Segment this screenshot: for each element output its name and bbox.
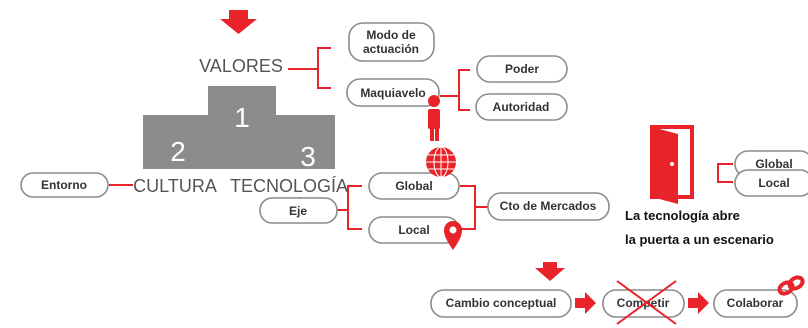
tecnologia-label: TECNOLOGÍA (230, 176, 348, 196)
down-arrow-icon (220, 10, 257, 34)
colaborar-text: Colaborar (727, 296, 784, 310)
cultura-label: CULTURA (133, 176, 217, 196)
cambio-conceptual-pill[interactable] (430, 289, 572, 318)
door-icon (650, 125, 694, 204)
cto-mercados-text: Cto de Mercados (500, 199, 597, 213)
global-right-text: Global (755, 157, 792, 171)
podium-number-3: 3 (300, 141, 316, 172)
maquiavelo-text: Maquiavelo (360, 86, 425, 100)
modo-actuacion-line1: Modo de (366, 28, 416, 42)
local-right-text: Local (758, 176, 789, 190)
caption-line-2: la puerta a un escenario (625, 232, 774, 247)
maquiavelo-pill[interactable] (346, 78, 440, 107)
global-center-text: Global (395, 179, 432, 193)
global-center-pill[interactable] (368, 172, 460, 200)
valores-label: VALORES (199, 56, 283, 76)
location-pin-icon (444, 221, 462, 250)
poder-text: Poder (505, 62, 539, 76)
eje-pill[interactable] (259, 197, 338, 224)
autoridad-pill[interactable] (475, 93, 568, 121)
cto-mercados-pill[interactable] (487, 192, 610, 221)
entorno-text: Entorno (41, 178, 87, 192)
right-arrow-icon (575, 292, 596, 314)
autoridad-text: Autoridad (493, 100, 550, 114)
entorno-pill[interactable] (20, 172, 109, 198)
pills (20, 22, 808, 318)
local-right-pill[interactable] (734, 169, 808, 197)
eje-text: Eje (289, 204, 307, 218)
modo-actuacion-pill[interactable] (348, 22, 435, 62)
podium-number-1: 1 (234, 102, 250, 133)
down-arrow-icon-2 (535, 262, 565, 281)
person-icon (428, 95, 440, 141)
modo-actuacion-line2: actuación (363, 42, 419, 56)
right-arrow-icon-2 (688, 292, 709, 314)
globe-icon (426, 146, 456, 178)
poder-pill[interactable] (476, 55, 568, 83)
podium (143, 86, 335, 169)
connector-lines (109, 47, 733, 230)
x-mark-icon (616, 280, 677, 325)
local-center-text: Local (398, 223, 429, 237)
caption-line-1: La tecnología abre (625, 208, 740, 223)
podium-number-2: 2 (170, 136, 186, 167)
competir-text: Competir (617, 296, 670, 310)
colaborar-pill[interactable] (713, 289, 798, 318)
cambio-conceptual-text: Cambio conceptual (446, 296, 557, 310)
chain-link-icon (777, 275, 805, 296)
